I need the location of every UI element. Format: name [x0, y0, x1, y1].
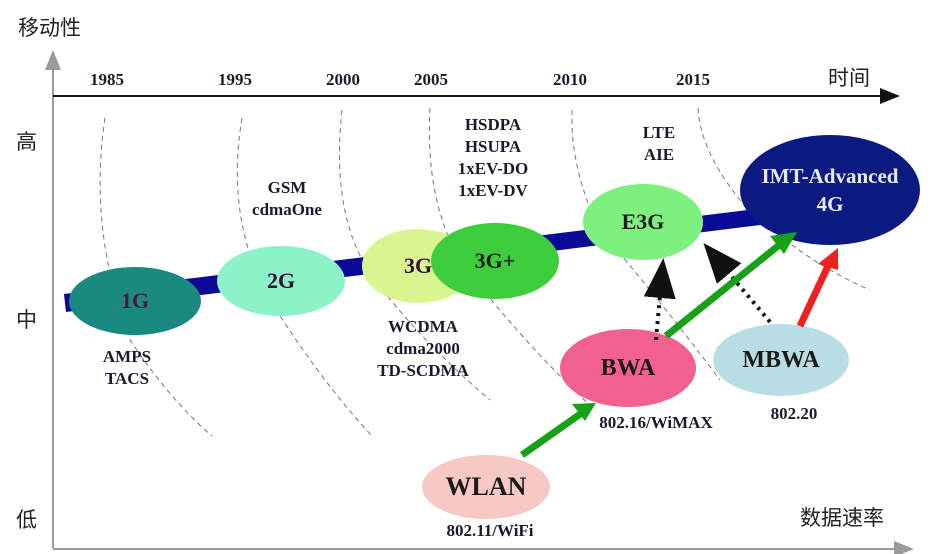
bwa-to-4g-arrow — [663, 243, 781, 339]
mbwa-to-4g-arrow — [796, 264, 832, 328]
node-1g-ellipse — [69, 267, 201, 335]
node-bwa-label: BWA — [600, 355, 656, 381]
year-tick-label: 2010 — [553, 70, 587, 89]
node-imt-ellipse — [740, 135, 920, 245]
time-axis-title: 时间 — [828, 66, 870, 90]
node-wlan-ellipse — [422, 455, 550, 519]
year-tick-label: 2015 — [676, 70, 710, 89]
annotation-mbwa_std: 802.20 — [770, 404, 818, 423]
node-imt-label: IMT-Advanced 4G — [761, 164, 899, 216]
bwa-to-e3g-dotted-arrow — [643, 258, 676, 341]
annotation-gsm: GSM cdmaOne — [252, 178, 322, 219]
node-1g-label: 1G — [120, 288, 150, 313]
wlan-to-bwa-arrowhead — [572, 403, 596, 421]
year-tick-label: 2005 — [414, 70, 448, 89]
annotation-wcdma: WCDMA cdma2000 TD-SCDMA — [377, 317, 469, 380]
annotation-amps: AMPS TACS — [102, 347, 152, 388]
node-2g-ellipse — [217, 246, 345, 316]
node-e3g-label: E3G — [621, 209, 665, 234]
node-2g-label: 2G — [266, 268, 296, 293]
year-tick-label: 1995 — [218, 70, 252, 89]
annotation-wimax: 802.16/WiMAX — [599, 413, 713, 432]
mobility-axis-title: 移动性 — [18, 16, 81, 40]
mobility-level-label: 低 — [16, 508, 37, 532]
mbwa-to-4g-arrowhead — [818, 248, 838, 270]
annotation-lte: LTE AIE — [642, 123, 676, 164]
mobility-level-label: 中 — [16, 308, 37, 332]
year-tick-label: 1985 — [90, 70, 124, 89]
year-tick-label: 2000 — [326, 70, 360, 89]
mbwa-to-e3g-dotted-arrow — [703, 242, 772, 324]
technology-nodes — [69, 135, 920, 519]
node-e3g-ellipse — [583, 184, 703, 260]
node-3g-label: 3G — [403, 253, 433, 278]
bwa-to-4g-arrowhead — [770, 232, 797, 254]
annotation-hsdpa: HSDPA HSUPA 1xEV-DO 1xEV-DV — [457, 115, 529, 200]
node-bwa-ellipse — [560, 329, 696, 407]
node-mbwa-label: MBWA — [742, 347, 820, 373]
mobility-level-label: 高 — [16, 130, 37, 154]
migration-arrows — [519, 232, 838, 458]
node-wlan-label: WLAN — [445, 472, 527, 501]
annotation-wifi: 802.11/WiFi — [446, 521, 534, 540]
wlan-to-bwa-arrow — [519, 407, 589, 458]
node-3gplus-ellipse — [431, 223, 559, 299]
data-rate-axis-title: 数据速率 — [800, 506, 884, 530]
node-mbwa-ellipse — [713, 324, 849, 396]
node-3gplus-label: 3G+ — [474, 248, 516, 273]
